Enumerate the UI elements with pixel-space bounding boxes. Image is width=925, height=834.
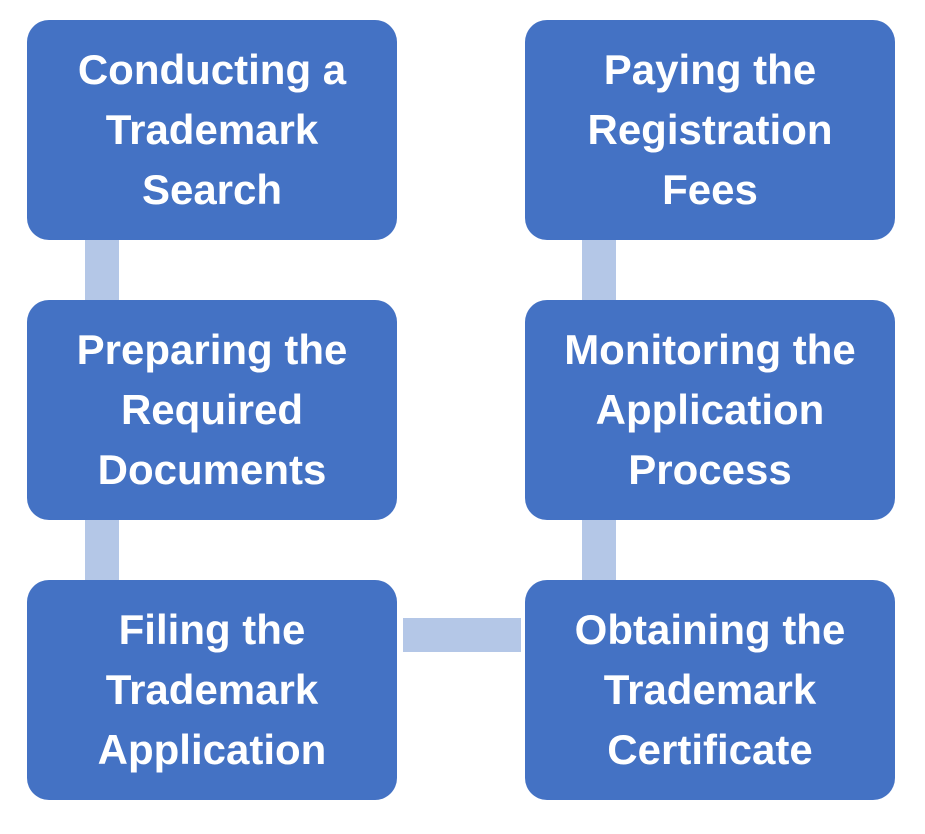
step-label: Conducting a Trademark Search (77, 46, 347, 213)
step-label: Filing the Trademark Application (97, 606, 327, 773)
connector-monitoring-to-fees (582, 240, 616, 300)
step-label: Monitoring the Application Process (564, 326, 856, 493)
step-label: Paying the Registration Fees (587, 46, 833, 213)
step-box-required-documents: Preparing the Required Documents (27, 300, 397, 520)
connector-certificate-to-monitoring (582, 520, 616, 580)
step-label: Obtaining the Trademark Certificate (574, 606, 846, 773)
connector-search-to-documents (85, 240, 119, 300)
connector-documents-to-filing (85, 520, 119, 580)
step-box-trademark-certificate: Obtaining the Trademark Certificate (525, 580, 895, 800)
step-box-monitoring-process: Monitoring the Application Process (525, 300, 895, 520)
connector-filing-to-certificate (403, 618, 521, 652)
step-label: Preparing the Required Documents (76, 326, 348, 493)
step-box-filing-application: Filing the Trademark Application (27, 580, 397, 800)
step-box-trademark-search: Conducting a Trademark Search (27, 20, 397, 240)
step-box-registration-fees: Paying the Registration Fees (525, 20, 895, 240)
